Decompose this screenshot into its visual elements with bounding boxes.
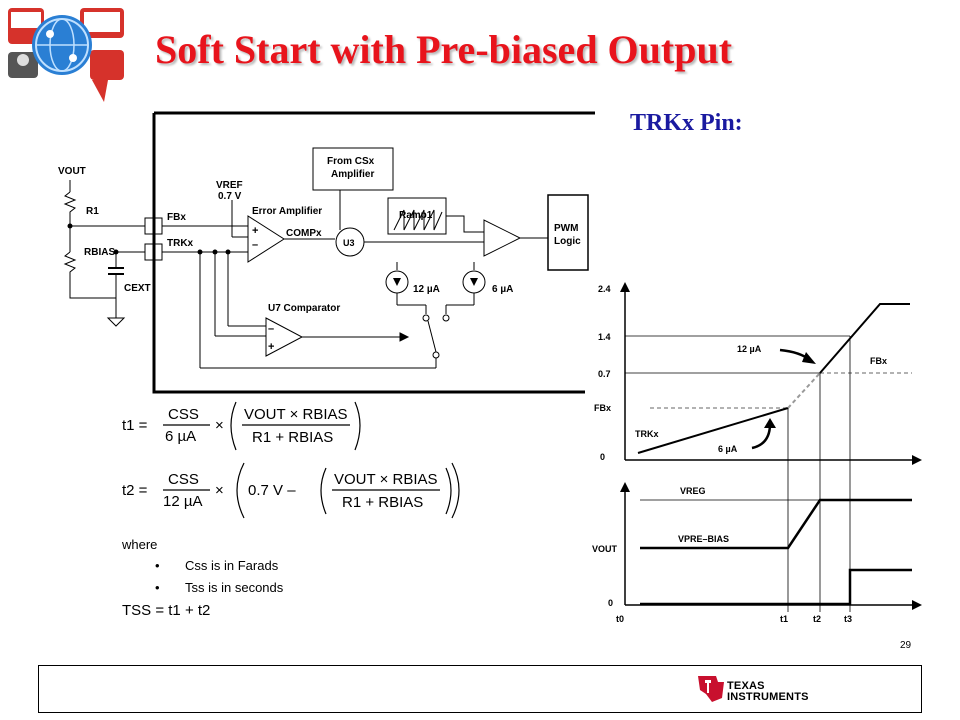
page-number: 29 bbox=[900, 640, 912, 651]
t1-den2: R1 + RBIAS bbox=[252, 429, 333, 446]
bullet-farads: Css is in Farads bbox=[185, 558, 279, 573]
tick-t1: t1 bbox=[780, 614, 788, 624]
tick-fbx: FBx bbox=[594, 403, 611, 413]
compx-label: COMPx bbox=[286, 228, 322, 239]
ti-wordmark-line2: Instruments bbox=[727, 691, 809, 703]
t2-denom: 12 µA bbox=[163, 493, 203, 510]
t2-css: CSS bbox=[168, 471, 199, 488]
t1-times: × bbox=[215, 417, 224, 434]
where-text: where bbox=[121, 537, 157, 552]
bullet-seconds: Tss is in seconds bbox=[185, 580, 284, 595]
fbx-pin-label: FBx bbox=[167, 212, 186, 223]
tick-t0: t0 bbox=[616, 614, 624, 624]
i12-annotation: 12 µA bbox=[737, 344, 762, 354]
from-csx-label: From CSx bbox=[327, 156, 375, 167]
t1-css: CSS bbox=[168, 406, 199, 423]
footer-bar bbox=[38, 665, 922, 713]
tick-zero-top: 0 bbox=[600, 452, 605, 462]
u3-label: U3 bbox=[343, 238, 355, 248]
tick-2-4: 2.4 bbox=[598, 284, 611, 294]
amplifier-label: Amplifier bbox=[331, 169, 374, 180]
bullet-dot-1: • bbox=[155, 558, 160, 573]
u7-minus: – bbox=[268, 323, 274, 335]
tick-t3: t3 bbox=[844, 614, 852, 624]
t1-num: VOUT × RBIAS bbox=[244, 406, 348, 423]
vout-axis-label: VOUT bbox=[592, 544, 618, 554]
erramp-minus: – bbox=[252, 239, 258, 251]
cext-label: CEXT bbox=[124, 283, 151, 294]
vout-label: VOUT bbox=[58, 166, 86, 177]
vprebias-label: VPRE–BIAS bbox=[678, 534, 729, 544]
bullet-dot-2: • bbox=[155, 580, 160, 595]
u7-label: U7 Comparator bbox=[268, 303, 340, 314]
t1-denom: 6 µA bbox=[165, 428, 196, 445]
i6-label: 6 µA bbox=[492, 284, 513, 295]
vref-value: 0.7 V bbox=[218, 191, 242, 202]
pwm-label: PWM bbox=[554, 223, 578, 234]
logic-label: Logic bbox=[554, 236, 581, 247]
trkx-curve-label: TRKx bbox=[635, 429, 659, 439]
t2-times: × bbox=[215, 482, 224, 499]
ti-wordmark: Texas Instruments bbox=[727, 681, 809, 703]
i12-label: 12 µA bbox=[413, 284, 440, 295]
t2-v07: 0.7 V – bbox=[248, 482, 296, 499]
u7-plus: + bbox=[268, 341, 274, 353]
t1-eq-label: t1 = bbox=[122, 417, 148, 434]
fbx-curve-label: FBx bbox=[870, 356, 887, 366]
t2-den2: R1 + RBIAS bbox=[342, 494, 423, 511]
tss-equation: TSS = t1 + t2 bbox=[122, 602, 210, 619]
t2-eq-label: t2 = bbox=[122, 482, 148, 499]
r1-label: R1 bbox=[86, 206, 99, 217]
trkx-pin-heading: TRKx Pin: bbox=[630, 110, 743, 136]
rbias-label: RBIAS bbox=[84, 247, 115, 258]
t2-num: VOUT × RBIAS bbox=[334, 471, 438, 488]
trkx-pin-label: TRKx bbox=[167, 238, 194, 249]
vreg-label: VREG bbox=[680, 486, 706, 496]
vref-label: VREF bbox=[216, 180, 243, 191]
i6-annotation: 6 µA bbox=[718, 444, 738, 454]
error-amp-label: Error Amplifier bbox=[252, 206, 322, 217]
ramp-label: Ramp1 bbox=[399, 210, 433, 221]
tick-0-7: 0.7 bbox=[598, 369, 611, 379]
tick-1-4: 1.4 bbox=[598, 332, 611, 342]
tick-zero-bottom: 0 bbox=[608, 598, 613, 608]
erramp-plus: + bbox=[252, 225, 258, 237]
tick-t2: t2 bbox=[813, 614, 821, 624]
page-title: Soft Start with Pre-biased Output bbox=[155, 27, 733, 72]
ti-wordmark-line1: Texas bbox=[727, 680, 765, 692]
